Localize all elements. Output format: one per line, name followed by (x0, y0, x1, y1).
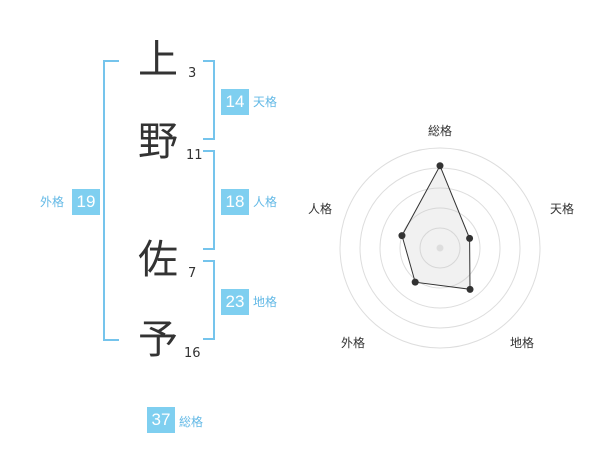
jinkaku-value-badge: 18 (221, 189, 249, 215)
radar-point-5 (398, 232, 406, 240)
radar-center-dot (436, 244, 444, 252)
radar-axis-label-jinkaku: 人格 (307, 202, 332, 216)
chikaku-bracket (203, 260, 215, 340)
radar-grid-ring-2 (399, 207, 481, 289)
radar-grid-ring-1 (419, 227, 461, 269)
name-char-2: 野 (138, 119, 178, 165)
tenkaku-label: 天格 (253, 95, 278, 109)
tenkaku-bracket (203, 60, 215, 140)
radar-axis-label-gaikaku: 外格 (340, 336, 365, 350)
jinkaku-label: 人格 (253, 195, 278, 209)
name-char-3: 佐 (138, 237, 178, 283)
name-char-1: 上 (138, 37, 178, 83)
chikaku-value-badge: 23 (221, 289, 249, 315)
radar-axis-label-chikaku: 地格 (509, 336, 534, 350)
gaikaku-label: 外格 (40, 195, 65, 209)
stroke-count-1: 3 (188, 66, 197, 81)
gaikaku-value-badge: 19 (72, 189, 100, 215)
radar-axis-label-soukaku: 総格 (427, 124, 452, 138)
radar-grid-ring-3 (379, 187, 501, 309)
radar-point-2 (466, 234, 474, 242)
soukaku-value-badge: 37 (147, 407, 175, 433)
tenkaku-value-badge: 14 (221, 89, 249, 115)
radar-axis-label-tenkaku: 天格 (549, 202, 574, 216)
chikaku-label: 地格 (253, 295, 278, 309)
soukaku-label: 総格 (179, 415, 204, 429)
radar-area (401, 164, 471, 290)
radar-grid-ring-5 (339, 147, 541, 349)
stroke-count-4: 16 (184, 346, 201, 361)
radar-point-3 (466, 285, 474, 293)
radar-points (398, 162, 474, 293)
jinkaku-bracket (203, 150, 215, 250)
name-char-4: 予 (138, 317, 178, 363)
gaikaku-bracket (103, 60, 119, 341)
radar-point-1 (436, 162, 444, 170)
stroke-count-3: 7 (188, 266, 197, 281)
radar-point-4 (411, 278, 419, 286)
stroke-count-2: 11 (186, 148, 203, 163)
